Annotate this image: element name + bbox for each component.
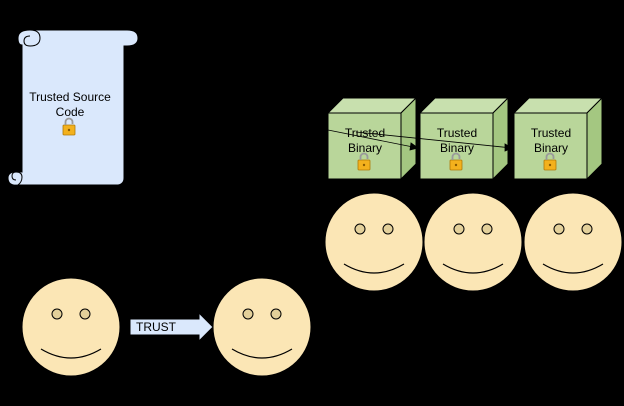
trust-arrow: TRUST [129, 311, 214, 343]
source-code-label-line2: Code [56, 105, 85, 119]
binary-label-line2: Binary [348, 141, 382, 155]
binary-label-line2: Binary [534, 141, 568, 155]
connector-arrow [327, 129, 419, 149]
connector-arrow [355, 131, 513, 149]
trusted-binary-cube: Trusted Binary [326, 96, 418, 181]
binary-label-line1: Trusted [531, 126, 571, 140]
binary-label-line1: Trusted [437, 126, 477, 140]
arrowhead [504, 143, 513, 152]
trusted-binary-cube: Trusted Binary [512, 96, 604, 181]
trusted-source-code-scroll: Trusted Source Code [7, 29, 139, 186]
binary-label-line2: Binary [440, 141, 474, 155]
arrowhead [409, 142, 419, 151]
source-code-label-line1: Trusted Source [29, 90, 111, 104]
trusted-binary-cube: Trusted Binary [418, 96, 510, 181]
trust-arrow-label: TRUST [136, 320, 177, 334]
smiley-face-icon [21, 277, 121, 377]
connector-arrows [124, 107, 513, 152]
smiley-face-icon [523, 192, 623, 292]
smiley-face-icon [423, 192, 523, 292]
smiley-face-icon [324, 192, 424, 292]
smiley-face-icon [212, 277, 312, 377]
